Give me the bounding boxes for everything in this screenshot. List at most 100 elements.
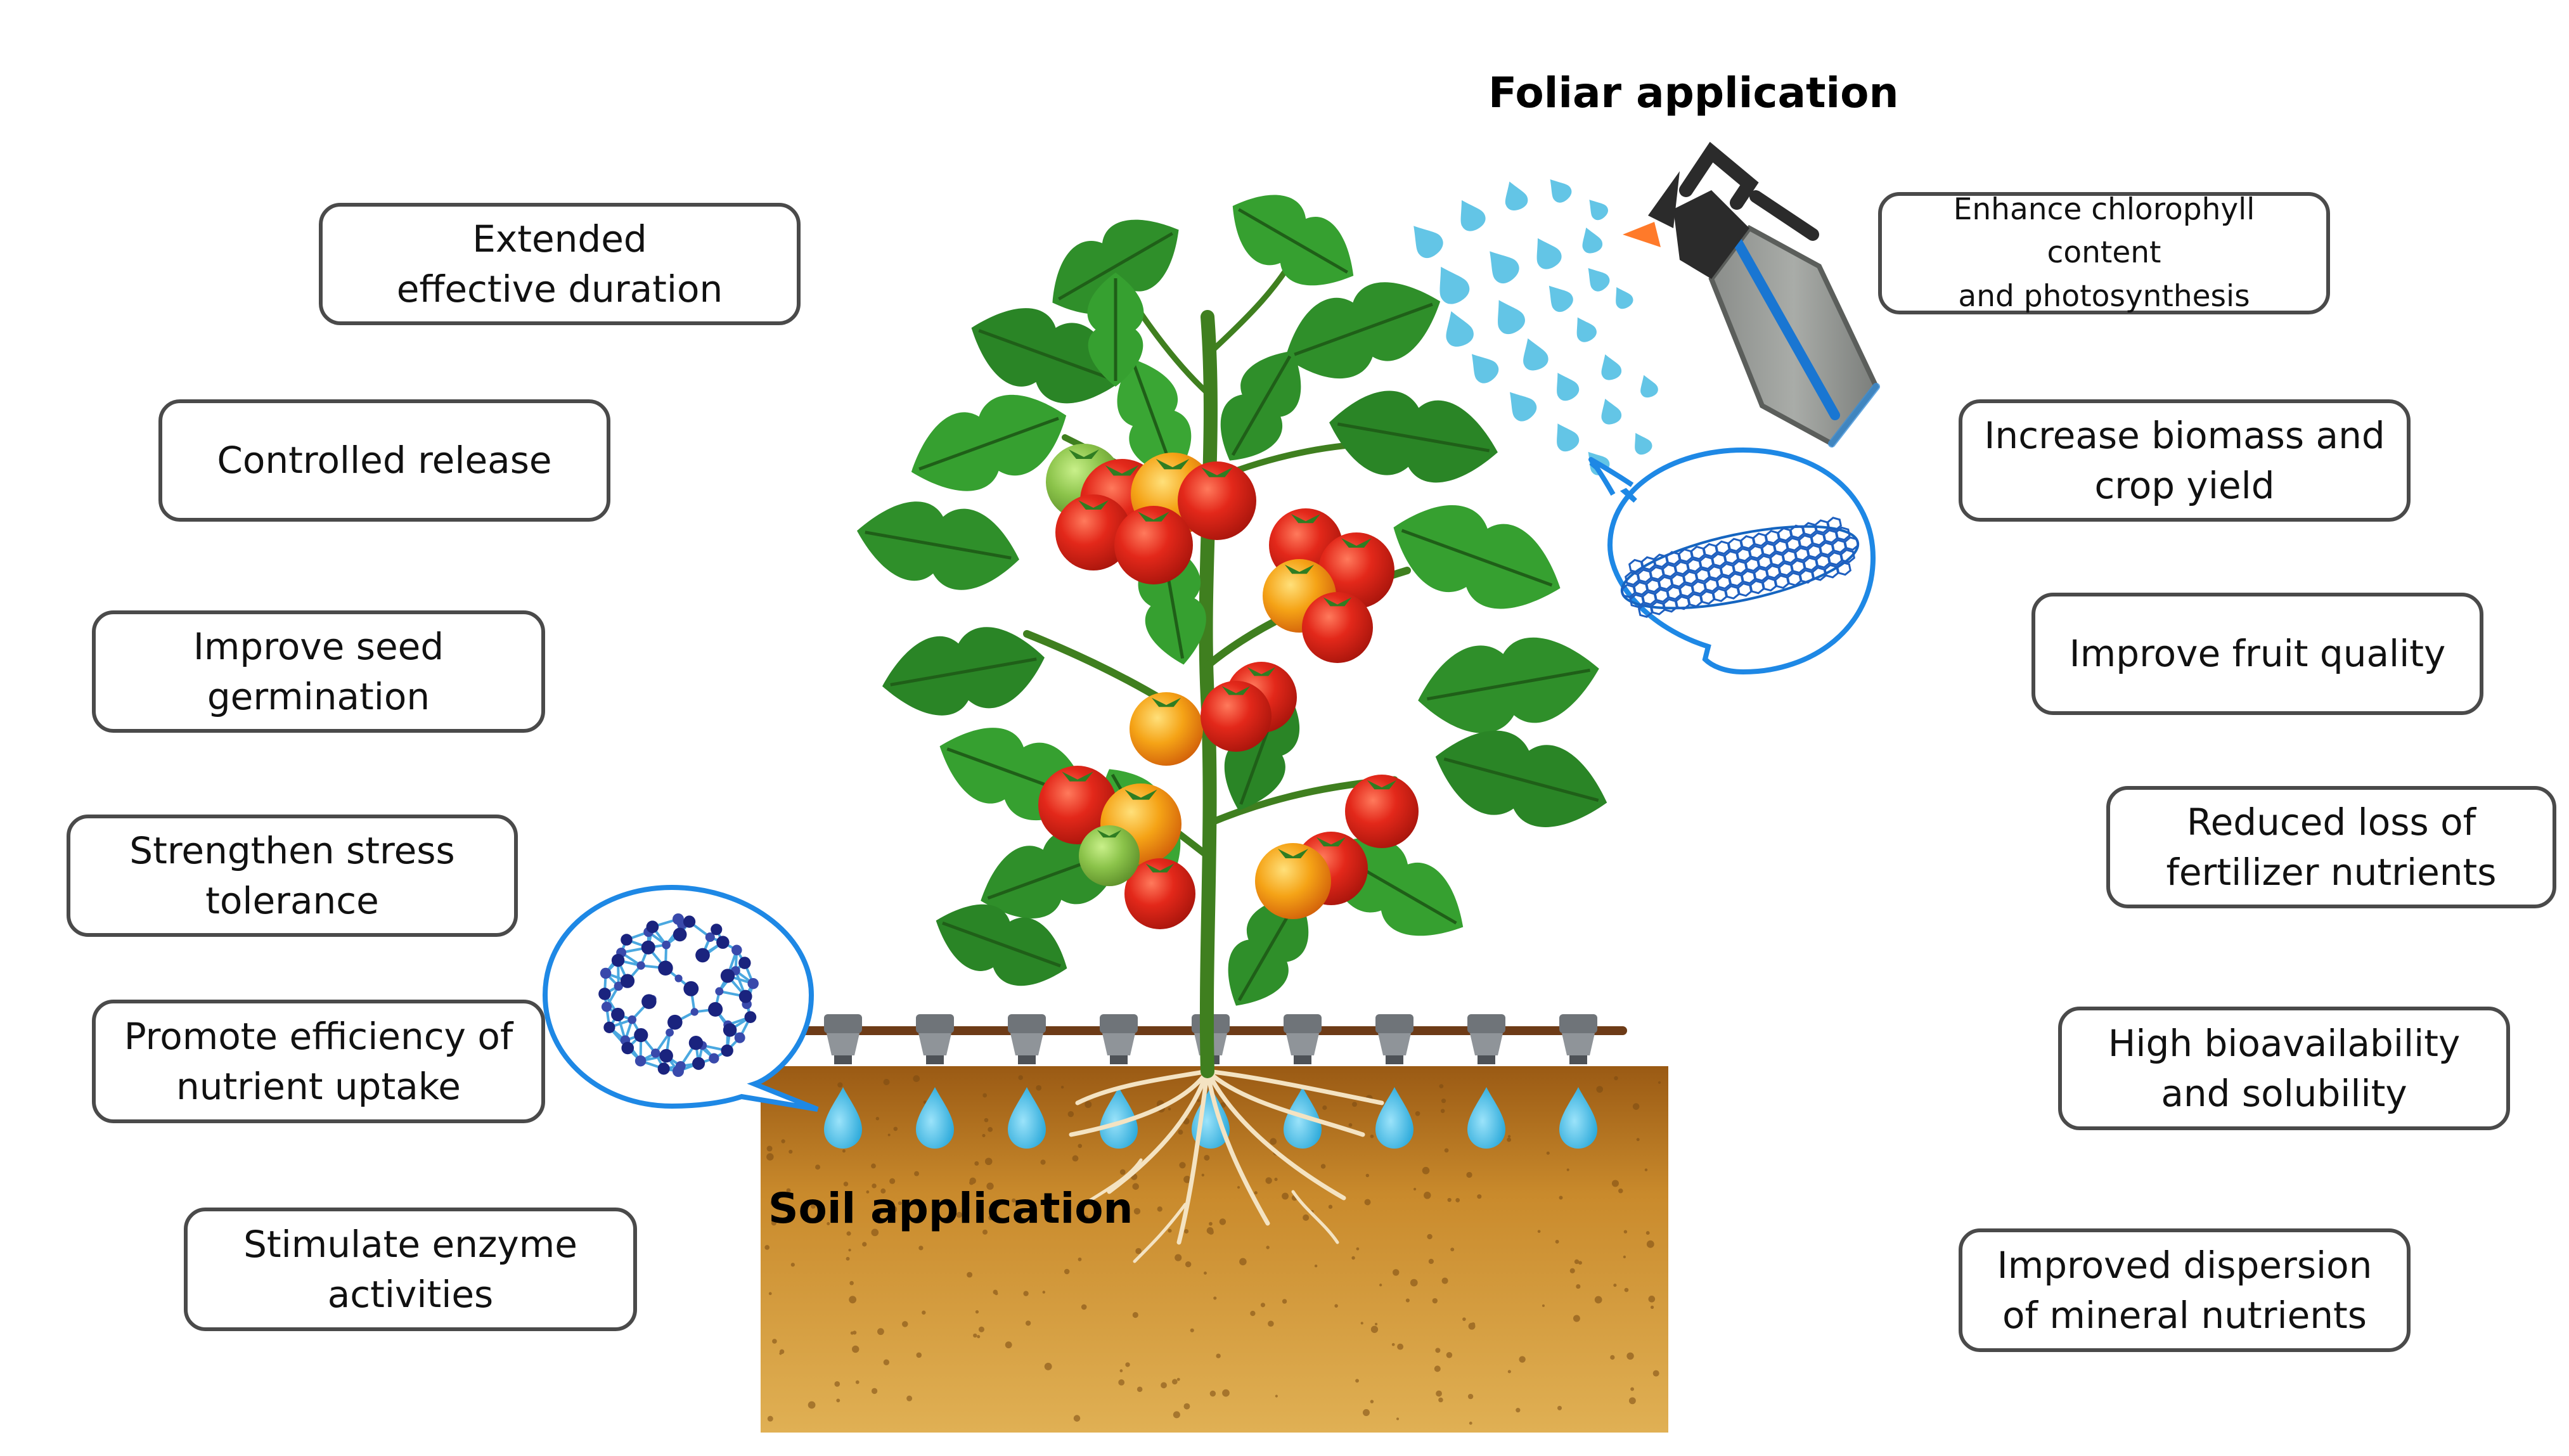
emitter-nozzle (1294, 1055, 1311, 1064)
tomato-calyx (1105, 465, 1139, 476)
soil-speck (848, 1249, 851, 1252)
soil-speck (1157, 1206, 1162, 1212)
tomato (1201, 681, 1272, 752)
soil-speck (1632, 1103, 1640, 1110)
soil-speck (893, 1126, 898, 1131)
soil-speck (922, 1310, 926, 1315)
spray-droplet (1582, 227, 1603, 254)
soil-speck (768, 1292, 772, 1296)
soil-speck (1450, 1247, 1455, 1252)
soil-speck (1119, 1369, 1123, 1372)
soil-speck (1626, 1352, 1634, 1360)
soil-speck (1176, 1377, 1180, 1381)
soil-speck (1081, 1304, 1087, 1310)
emitter-nozzle (1569, 1055, 1587, 1064)
water-drop-icon (1375, 1087, 1413, 1149)
soil-speck (871, 1388, 878, 1395)
soil-speck (1328, 1204, 1333, 1209)
fullerene-atom (673, 927, 687, 942)
soil-speck (984, 1118, 989, 1123)
soil-speck (1132, 1311, 1138, 1318)
tomato-calyx (1247, 667, 1276, 676)
drip-emitter (1467, 1014, 1505, 1064)
soil-speck (914, 1171, 919, 1176)
fullerene-atom (688, 1036, 704, 1050)
leaf (1329, 390, 1498, 483)
soil-speck (1133, 1208, 1141, 1215)
soil-speck (1516, 1408, 1521, 1413)
soil-speck (1239, 1258, 1247, 1266)
soil-speck (1362, 1408, 1370, 1416)
soil-speck (877, 1328, 884, 1336)
soil-speck (1119, 1169, 1126, 1175)
soil-speck (1436, 1390, 1442, 1397)
emitter-cap (1284, 1014, 1322, 1033)
foliar-application-heading: Foliar application (1488, 68, 1899, 117)
soil-speck (1447, 1197, 1452, 1202)
soil-speck (1365, 1173, 1370, 1178)
fullerene-atom (692, 1057, 705, 1070)
soil-speck (978, 1326, 984, 1332)
soil-speck (1624, 1287, 1629, 1292)
tomato-calyx (1291, 513, 1321, 524)
tomato-body (1345, 775, 1419, 848)
leaf (971, 308, 1121, 404)
fullerene-atom (711, 924, 723, 936)
spray-droplet (1640, 375, 1658, 398)
soil-speck (767, 1415, 773, 1422)
soil-speck (1282, 1299, 1287, 1304)
soil-speck (1209, 1390, 1216, 1397)
emitter-nozzle (926, 1055, 944, 1064)
plant-leaves (856, 195, 1607, 1006)
soil-speck (986, 1182, 994, 1190)
spray-droplet (1523, 338, 1548, 371)
soil-speck (1213, 1296, 1217, 1300)
soil-speck (842, 1149, 846, 1153)
emitter-body (1286, 1033, 1319, 1055)
soil-speck (875, 1116, 880, 1121)
fullerene-atom (611, 1007, 625, 1022)
soil-speck (1161, 1382, 1167, 1389)
tomato-calyx (1323, 597, 1352, 607)
soil-speck (1355, 1379, 1359, 1383)
water-drop-icon (916, 1087, 954, 1149)
soil-speck (883, 1359, 890, 1365)
tomato (1318, 532, 1394, 609)
soil-speck (779, 1352, 782, 1355)
emitter-cap (1559, 1014, 1597, 1033)
tomato-fruits (1038, 444, 1419, 929)
tomato-calyx (1151, 697, 1181, 707)
spray-bottle-icon (1623, 141, 1880, 448)
soil-speck (956, 1211, 963, 1218)
soil-speck (1265, 1177, 1272, 1184)
soil-speck (1348, 1123, 1353, 1127)
soil-speck (766, 1145, 773, 1152)
soil-speck (764, 1245, 770, 1250)
soil-speck (1085, 1100, 1092, 1108)
soil-speck (872, 1183, 877, 1189)
soil-speck (1628, 1397, 1636, 1405)
soil-speck (995, 1292, 998, 1296)
soil-speck (790, 1263, 795, 1267)
soil-speck (1623, 1255, 1626, 1259)
benefit-controlled-release: Controlled release (158, 399, 610, 522)
soil-speck (1237, 1186, 1240, 1189)
soil-speck (1438, 1397, 1443, 1403)
spray-droplet (1536, 238, 1562, 269)
soil-speck (883, 1079, 890, 1085)
emitter-nozzle (1478, 1055, 1495, 1064)
soil-speck (1023, 1291, 1029, 1296)
tomato-calyx (1367, 780, 1397, 790)
fullerene-atom (650, 1048, 660, 1058)
tomato-calyx (1145, 863, 1175, 873)
emitter-cap (1008, 1014, 1046, 1033)
leaf (911, 395, 1067, 491)
spray-droplet (1446, 311, 1474, 347)
fullerene-atom (721, 1044, 733, 1057)
soil-speck (1413, 1187, 1417, 1191)
fullerene-atom (634, 1028, 648, 1043)
